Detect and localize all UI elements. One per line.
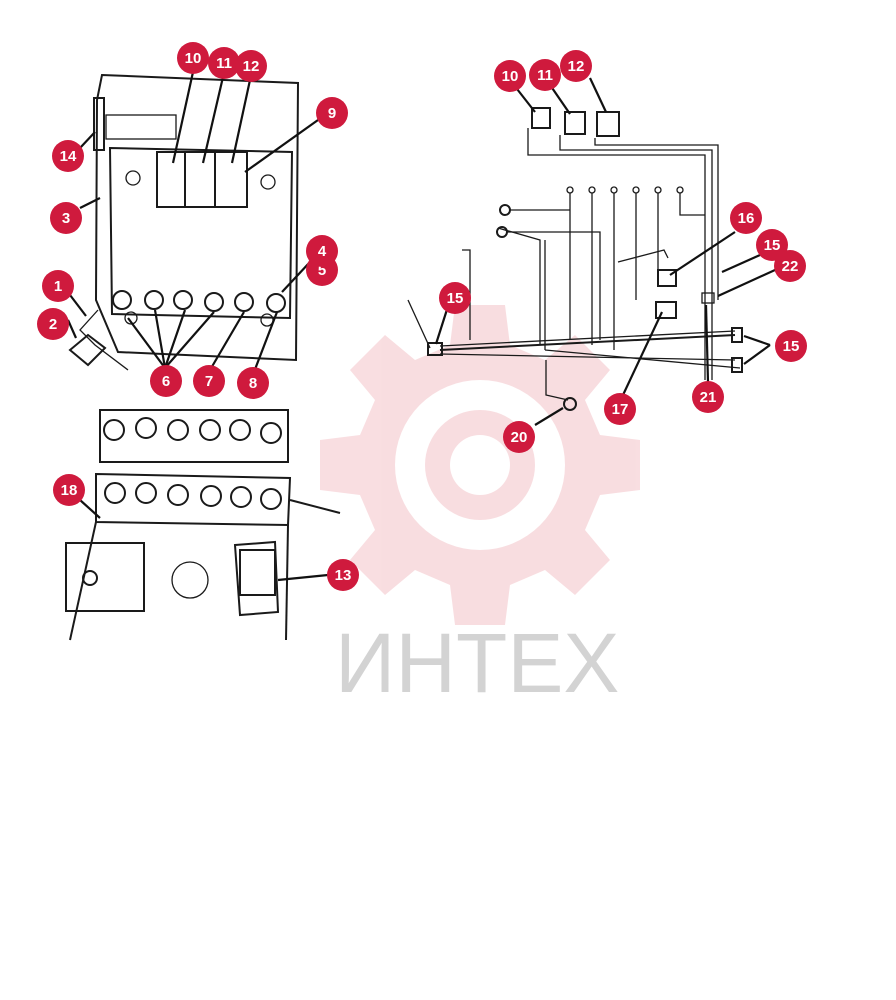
svg-text:10: 10 bbox=[502, 68, 519, 85]
callout-12-right[interactable]: 12 bbox=[560, 50, 592, 82]
callout-11-left[interactable]: 11 bbox=[208, 47, 240, 79]
callout-badges: 10 11 12 9 14 3 5 4 1 2 6 7 8 18 13 10 1… bbox=[37, 42, 807, 591]
lower-panel bbox=[65, 472, 341, 641]
terminal-row bbox=[566, 186, 684, 194]
callout-22[interactable]: 22 bbox=[774, 250, 806, 282]
callout-20[interactable]: 20 bbox=[503, 421, 535, 453]
svg-text:6: 6 bbox=[162, 373, 170, 390]
svg-text:3: 3 bbox=[62, 210, 70, 227]
svg-text:8: 8 bbox=[249, 375, 257, 392]
callout-4[interactable]: 4 bbox=[306, 235, 338, 267]
svg-text:21: 21 bbox=[700, 389, 717, 406]
svg-text:11: 11 bbox=[537, 67, 553, 84]
svg-text:12: 12 bbox=[568, 58, 585, 75]
callout-2[interactable]: 2 bbox=[37, 308, 69, 340]
svg-text:2: 2 bbox=[49, 316, 57, 333]
svg-text:15: 15 bbox=[783, 338, 800, 355]
svg-text:13: 13 bbox=[335, 567, 352, 584]
leader-lines-left-top bbox=[66, 71, 319, 373]
callout-6[interactable]: 6 bbox=[150, 365, 182, 397]
watermark-gear-icon bbox=[320, 305, 640, 625]
switch-panel bbox=[99, 409, 289, 463]
svg-text:15: 15 bbox=[447, 290, 464, 307]
svg-text:11: 11 bbox=[216, 55, 232, 72]
callout-17[interactable]: 17 bbox=[604, 393, 636, 425]
callout-7[interactable]: 7 bbox=[193, 365, 225, 397]
watermark: ИНТЕХ bbox=[320, 305, 640, 710]
callout-3[interactable]: 3 bbox=[50, 202, 82, 234]
callout-10-left[interactable]: 10 bbox=[177, 42, 209, 74]
svg-text:18: 18 bbox=[61, 482, 78, 499]
svg-text:4: 4 bbox=[318, 243, 327, 260]
callout-14[interactable]: 14 bbox=[52, 140, 84, 172]
switch-row bbox=[112, 290, 286, 327]
svg-text:7: 7 bbox=[205, 373, 213, 390]
callout-11-right[interactable]: 11 bbox=[529, 59, 561, 91]
instrument-box bbox=[68, 73, 300, 371]
callout-15-top-right[interactable]: 15 bbox=[756, 229, 788, 261]
svg-text:16: 16 bbox=[738, 210, 755, 227]
svg-text:22: 22 bbox=[782, 258, 799, 275]
callout-9[interactable]: 9 bbox=[316, 97, 348, 129]
svg-text:14: 14 bbox=[60, 148, 77, 165]
svg-text:12: 12 bbox=[243, 58, 260, 75]
callout-16[interactable]: 16 bbox=[730, 202, 762, 234]
svg-text:20: 20 bbox=[511, 429, 528, 446]
callout-18[interactable]: 18 bbox=[53, 474, 85, 506]
svg-text:10: 10 bbox=[185, 50, 202, 67]
callout-8[interactable]: 8 bbox=[237, 367, 269, 399]
callout-21[interactable]: 21 bbox=[692, 381, 724, 413]
svg-text:9: 9 bbox=[328, 105, 336, 122]
wiring-diagram bbox=[407, 107, 743, 411]
svg-text:1: 1 bbox=[54, 278, 62, 295]
callout-15-right[interactable]: 15 bbox=[775, 330, 807, 362]
callout-15-left[interactable]: 15 bbox=[439, 282, 471, 314]
leader-lines-right bbox=[434, 77, 776, 426]
callout-10-right[interactable]: 10 bbox=[494, 60, 526, 92]
callout-13[interactable]: 13 bbox=[327, 559, 359, 591]
leader-lines-left-bottom bbox=[79, 499, 329, 582]
svg-text:17: 17 bbox=[612, 401, 629, 418]
callout-1[interactable]: 1 bbox=[42, 270, 74, 302]
callout-12-left[interactable]: 12 bbox=[235, 50, 267, 82]
svg-text:5: 5 bbox=[318, 262, 326, 279]
watermark-text: ИНТЕХ bbox=[335, 616, 619, 710]
svg-text:15: 15 bbox=[764, 237, 781, 254]
